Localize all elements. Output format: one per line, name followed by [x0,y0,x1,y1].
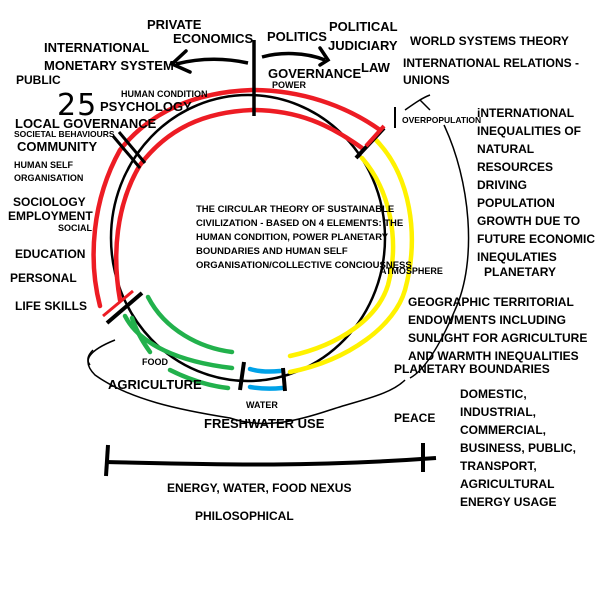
center-description: THE CIRCULAR THEORY OF SUSTAINABLE CIVIL… [196,204,412,271]
label-world-systems-theory: WORLD SYSTEMS THEORY [410,34,569,48]
geographic-line: AND WARMTH INEQUALITIES [408,349,579,363]
label-governance: GOVERNANCE [268,66,362,81]
arrowhead-right [318,46,331,67]
label-unions: UNIONS [403,73,450,87]
arrow-left-economics [175,57,249,66]
divider-lower-left-red [102,289,134,318]
label-societal-behaviours: SOCIETAL BEHAVIOURS [14,129,115,139]
green-band-lower [167,367,231,391]
yellow-band-inner [287,155,396,359]
blue-band-outer [247,366,283,374]
inequalities-line: iNTERNATIONAL [477,106,575,120]
arrow-right-politics [261,51,326,62]
inequalities-line: INEQULATIES [477,250,557,264]
energy-usage-block: DOMESTIC, INDUSTRIAL, COMMERCIAL, BUSINE… [460,385,576,511]
label-politics: POLITICS [267,29,327,44]
yellow-band-outer [287,137,415,375]
blue-band-inner [247,384,285,391]
label-international: INTERNATIONAL [44,40,150,55]
red-band-inner [114,107,365,303]
label-economics: ECONOMICS [173,31,254,46]
number-25: 25 [57,88,98,123]
label-philosophical: PHILOSOPHICAL [195,509,294,523]
inequalities-line: POPULATION [477,196,555,210]
inequalities-line: NATURAL [477,142,535,156]
label-nexus: ENERGY, WATER, FOOD NEXUS [167,481,352,495]
geographic-line: GEOGRAPHIC TERRITORIAL [408,295,574,309]
label-public: PUBLIC [16,73,61,87]
label-community: COMMUNITY [17,139,98,154]
label-education: EDUCATION [15,247,86,261]
label-sociology: SOCIOLOGY [13,195,86,209]
geographic-block: GEOGRAPHIC TERRITORIAL ENDOWMENTS INCLUD… [408,293,587,365]
label-international-relations: INTERNATIONAL RELATIONS - [403,56,579,70]
inequalities-line: INEQUALITIES OF [477,124,582,138]
divider-bottom-a [238,361,246,391]
divider-lower-left [105,291,144,325]
label-planetary-boundaries: PLANETARY BOUNDARIES [394,362,550,376]
label-social: SOCIAL [58,223,93,233]
energy-usage-line: BUSINESS, PUBLIC, [460,441,577,455]
divider-upper-left-a [111,135,142,169]
inequalities-line: DRIVING [477,178,528,192]
label-private: PRIVATE [147,17,202,32]
label-peace: PEACE [394,411,436,425]
label-overpopulation: OVERPOPULATION [402,115,482,125]
label-water: WATER [246,400,278,410]
energy-usage-line: ENERGY USAGE [460,495,557,509]
green-band-outer [122,313,235,371]
label-atmosphere: ATMOSPHERE [380,266,443,276]
label-law: LAW [361,60,390,75]
bottom-thin-arc [87,339,406,425]
nexus-left-tick [104,444,110,477]
divider-upper-left-b [117,131,147,164]
energy-usage-line: DOMESTIC, [460,387,527,401]
energy-usage-line: COMMERCIAL, [460,423,546,437]
label-freshwater-use: FRESHWATER USE [204,416,325,431]
label-monetary-system: MONETARY SYSTEM [44,58,174,73]
divider-bottom-b [281,367,287,392]
green-band-inner [145,294,235,355]
label-judiciary: JUDICIARY [328,38,398,53]
label-political: POLITICAL [329,19,398,34]
main-circle [109,93,387,383]
right-thin-arc [409,124,470,379]
bottom-bracket-tick [87,349,94,366]
label-planetary: PLANETARY [484,265,556,279]
inequalities-block: iNTERNATIONAL INEQUALITIES OF NATURAL RE… [477,104,595,266]
label-food: FOOD [142,357,168,367]
label-agriculture: AGRICULTURE [108,377,202,392]
arrowhead-left [168,49,192,74]
geographic-line: ENDOWMENTS INCLUDING [408,313,566,327]
label-organisation: ORGANISATION [14,173,84,183]
label-psychology: PSYCHOLOGY [100,99,192,114]
energy-usage-line: INDUSTRIAL, [460,405,536,419]
label-human-self: HUMAN SELF [14,160,73,170]
label-human-condition: HUMAN CONDITION [121,89,208,99]
divider-top-right-red [364,124,386,148]
red-band-outer [91,87,383,309]
energy-usage-line: AGRICULTURAL [460,477,555,491]
label-local-governance: LOCAL GOVERNANCE [15,116,157,131]
inequalities-line: FUTURE ECONOMIC [477,232,595,246]
energy-usage-line: TRANSPORT, [460,459,537,473]
inequalities-line: RESOURCES [477,160,554,174]
label-power: POWER [272,80,307,90]
inequalities-line: GROWTH DUE TO [477,214,581,228]
label-employment: EMPLOYMENT [8,209,93,223]
label-life-skills: LIFE SKILLS [15,299,87,313]
geographic-line: SUNLIGHT FOR AGRICULTURE [408,331,588,345]
nexus-line [105,456,437,467]
label-personal: PERSONAL [10,271,77,285]
overpopulation-bracket [404,94,431,111]
green-food-stub [129,315,153,355]
